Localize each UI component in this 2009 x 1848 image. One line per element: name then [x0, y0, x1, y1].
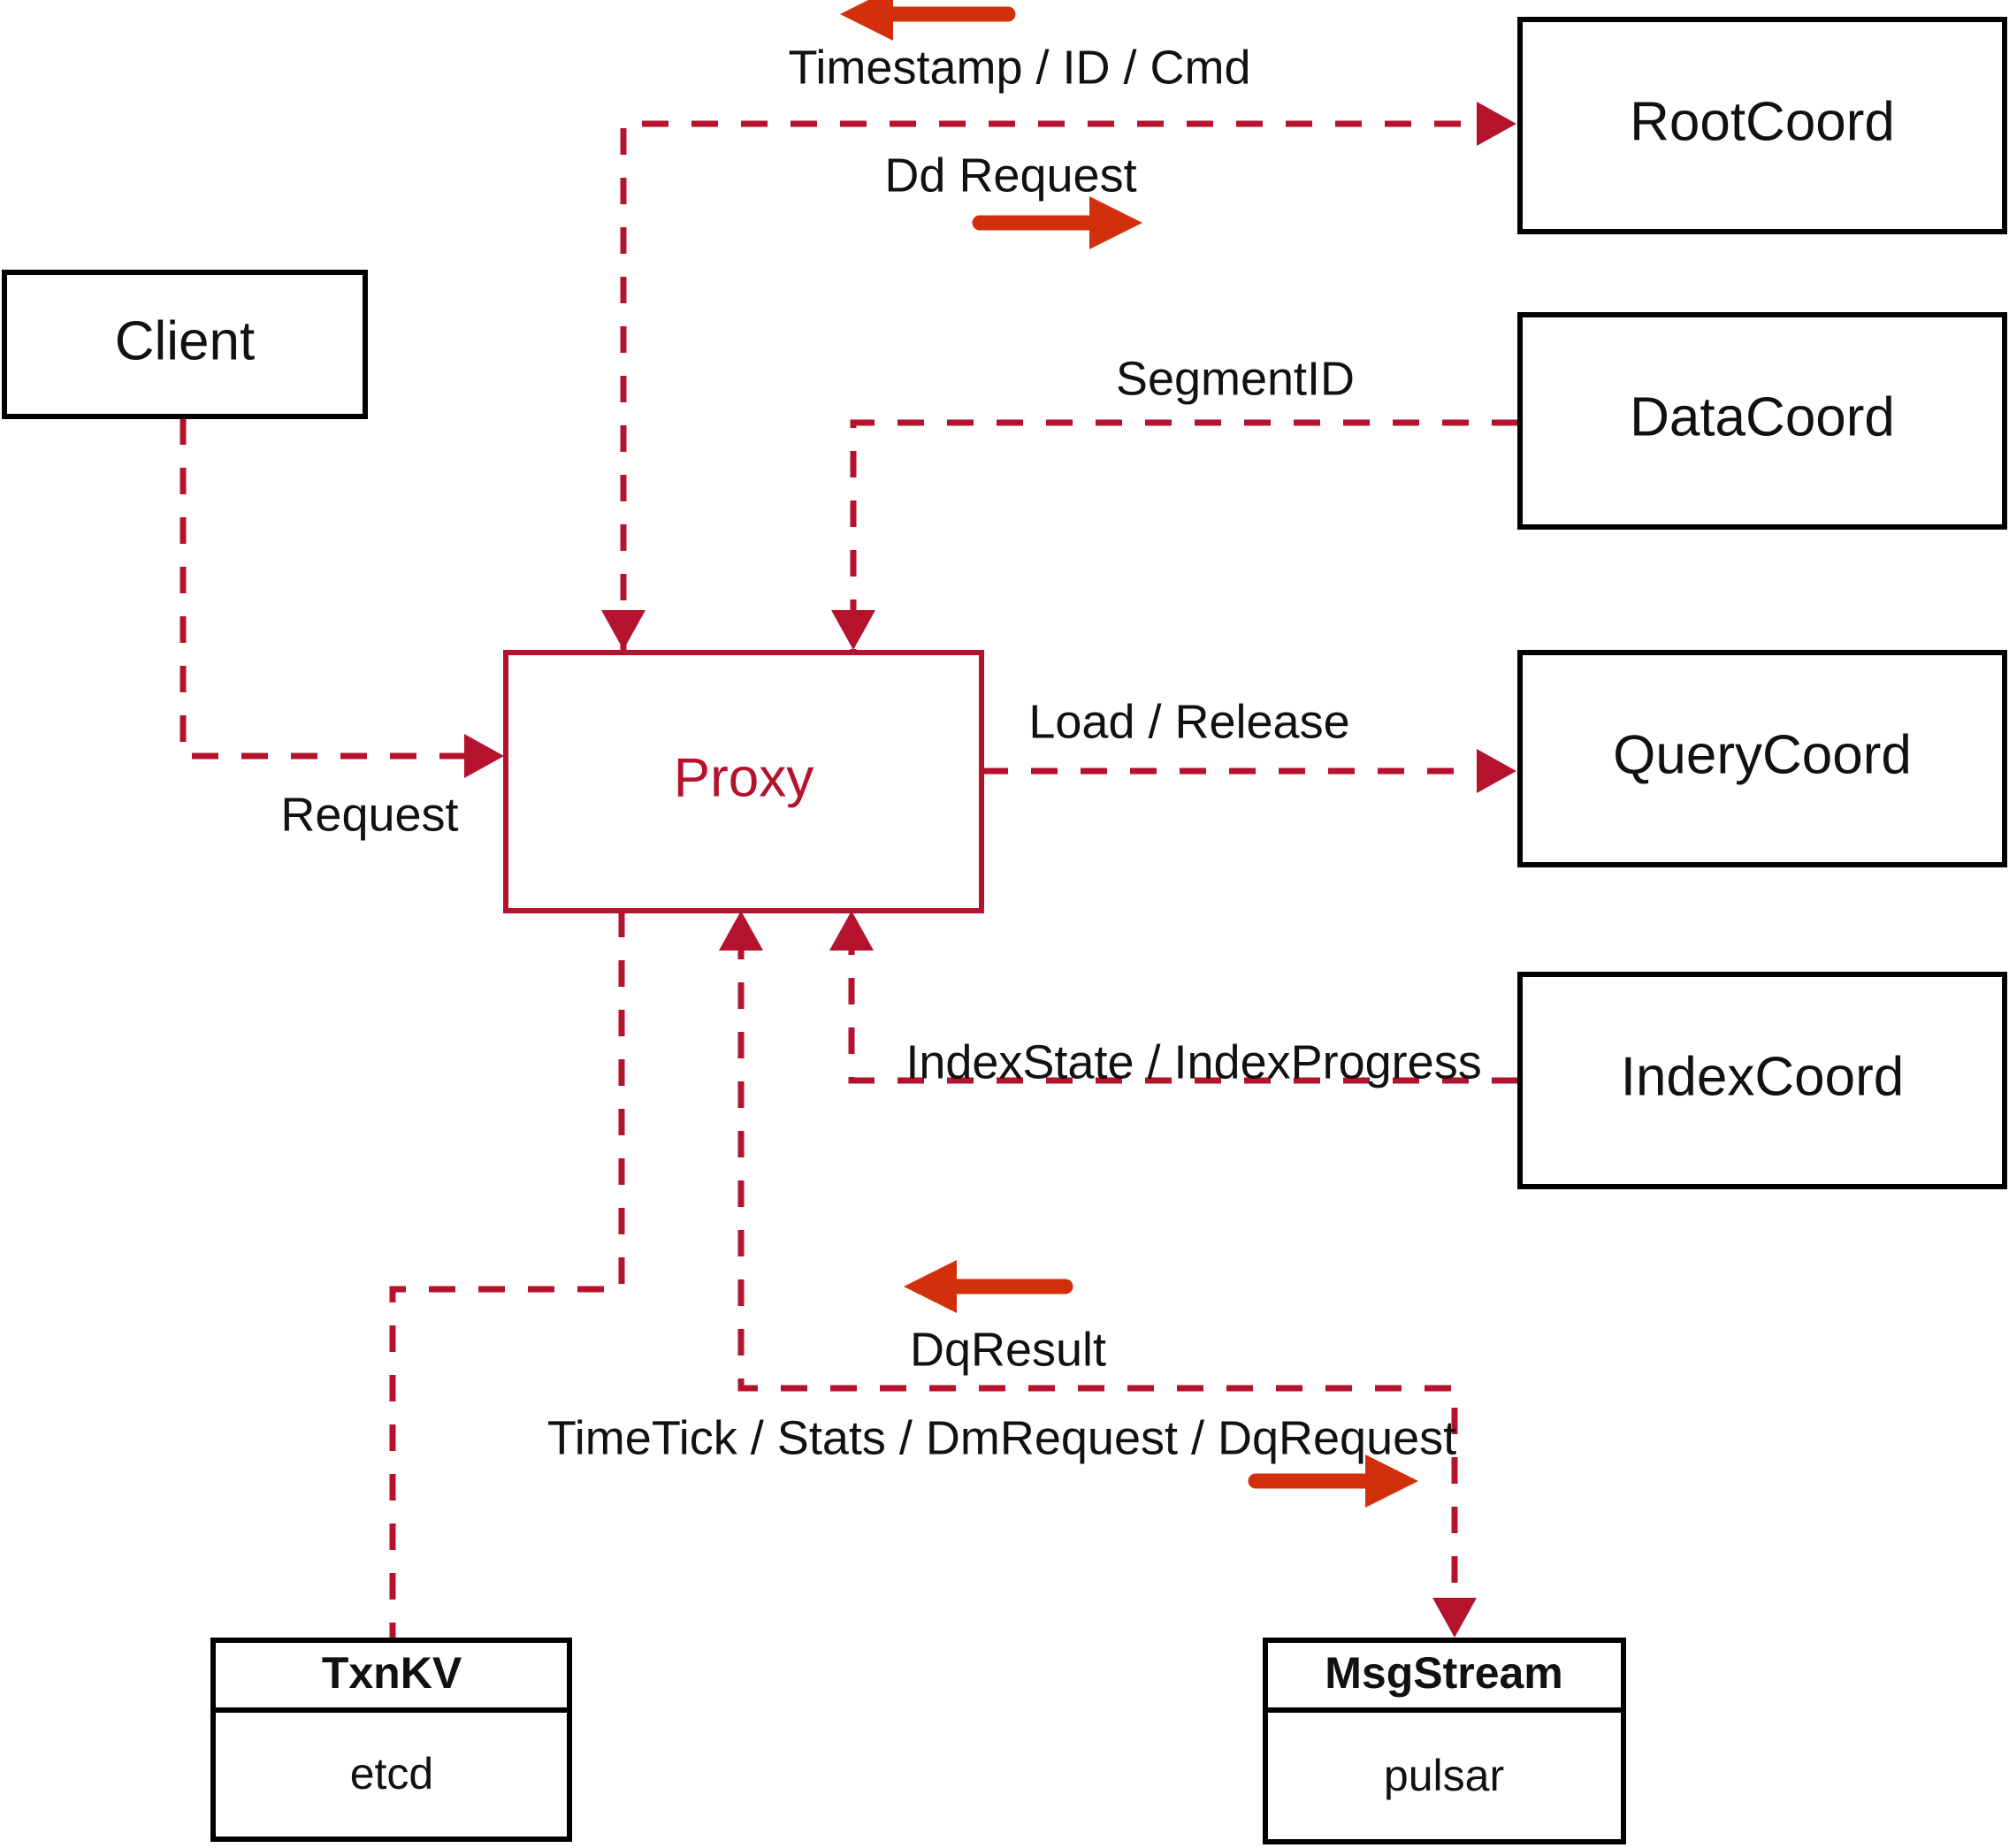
edge-label-timestamp: Timestamp / ID / Cmd: [788, 41, 1250, 94]
node-indexcoord[interactable]: IndexCoord: [1517, 972, 2007, 1189]
edge-label-segmentid: SegmentID: [1116, 352, 1355, 405]
direction-arrow-dd-request-head: [1089, 196, 1142, 249]
edge-client-proxy-line: [180, 418, 482, 760]
edge-indexcoord-proxy: [829, 911, 1518, 1084]
node-datacoord-label: DataCoord: [1630, 386, 1895, 447]
direction-arrow-timestamp-head: [840, 0, 893, 41]
edge-label-dqresult: DqResult: [910, 1323, 1106, 1376]
node-rootcoord-box[interactable]: [1517, 17, 2007, 234]
node-msgstream-box[interactable]: [1263, 1638, 1626, 1844]
node-indexcoord-box[interactable]: [1517, 972, 2007, 1189]
node-client-box[interactable]: [2, 270, 368, 419]
node-indexcoord-label: IndexCoord: [1621, 1046, 1905, 1107]
node-client[interactable]: Client: [2, 270, 368, 419]
node-querycoord-box[interactable]: [1517, 650, 2007, 867]
node-querycoord-label: QueryCoord: [1613, 724, 1912, 785]
direction-arrow-dqrequest-head: [1365, 1455, 1418, 1508]
edge-proxy-rootcoord-line: [620, 120, 1494, 650]
edge-proxy-rootcoord-arrowhead-right: [1477, 102, 1516, 146]
node-txnkv[interactable]: TxnKV etcd: [210, 1638, 572, 1842]
edge-datacoord-proxy: [831, 419, 1518, 650]
node-msgstream-sublabel: pulsar: [1384, 1751, 1504, 1800]
edge-datacoord-proxy-line: [850, 419, 1518, 650]
direction-arrow-dqresult: [904, 1260, 1073, 1313]
node-proxy-label: Proxy: [674, 747, 814, 808]
edge-indexcoord-proxy-line: [848, 933, 1518, 1084]
node-txnkv-box[interactable]: [210, 1638, 572, 1842]
edge-label-request: Request: [280, 788, 458, 841]
node-rootcoord-label: RootCoord: [1630, 91, 1895, 152]
node-txnkv-sublabel: etcd: [350, 1749, 434, 1798]
edge-proxy-rootcoord: [601, 102, 1516, 650]
edge-label-dd-request: Dd Request: [884, 149, 1136, 202]
edge-client-proxy: [180, 418, 504, 778]
edge-proxy-querycoord: [982, 749, 1516, 793]
edge-proxy-querycoord-arrowhead: [1477, 749, 1516, 793]
direction-arrow-dqresult-head: [904, 1260, 957, 1313]
edge-proxy-msgstream-line: [737, 933, 1458, 1615]
edge-proxy-txnkv-line: [389, 911, 625, 1638]
direction-arrow-dd-request: [972, 196, 1142, 249]
edge-indexcoord-proxy-arrowhead: [829, 911, 874, 951]
edge-proxy-msgstream-arrowhead: [1432, 1598, 1477, 1638]
node-datacoord-box[interactable]: [1517, 312, 2007, 530]
edge-label-dqrequest: TimeTick / Stats / DmRequest / DqRequest: [547, 1411, 1456, 1464]
node-rootcoord[interactable]: RootCoord: [1517, 17, 2007, 234]
edge-label-load-release: Load / Release: [1028, 695, 1349, 748]
edge-datacoord-proxy-arrowhead: [831, 610, 875, 650]
node-msgstream-label: MsgStream: [1325, 1648, 1563, 1698]
edge-proxy-txnkv: [389, 911, 625, 1638]
node-proxy-box[interactable]: [503, 650, 984, 913]
node-msgstream[interactable]: MsgStream pulsar: [1263, 1638, 1626, 1844]
edge-proxy-msgstream: [719, 911, 1477, 1638]
edge-label-indexstate: IndexState / IndexProgress: [905, 1035, 1481, 1088]
direction-arrow-dqrequest: [1248, 1455, 1418, 1508]
node-txnkv-label: TxnKV: [322, 1648, 462, 1698]
node-querycoord[interactable]: QueryCoord: [1517, 650, 2007, 867]
edge-msgstream-proxy-arrowhead: [719, 911, 763, 951]
node-proxy[interactable]: Proxy: [503, 650, 984, 913]
direction-arrow-timestamp: [840, 0, 1016, 41]
edge-client-proxy-arrowhead: [464, 734, 504, 778]
edge-proxy-rootcoord-arrowhead-down: [601, 610, 645, 650]
node-client-label: Client: [115, 310, 256, 371]
node-datacoord[interactable]: DataCoord: [1517, 312, 2007, 530]
